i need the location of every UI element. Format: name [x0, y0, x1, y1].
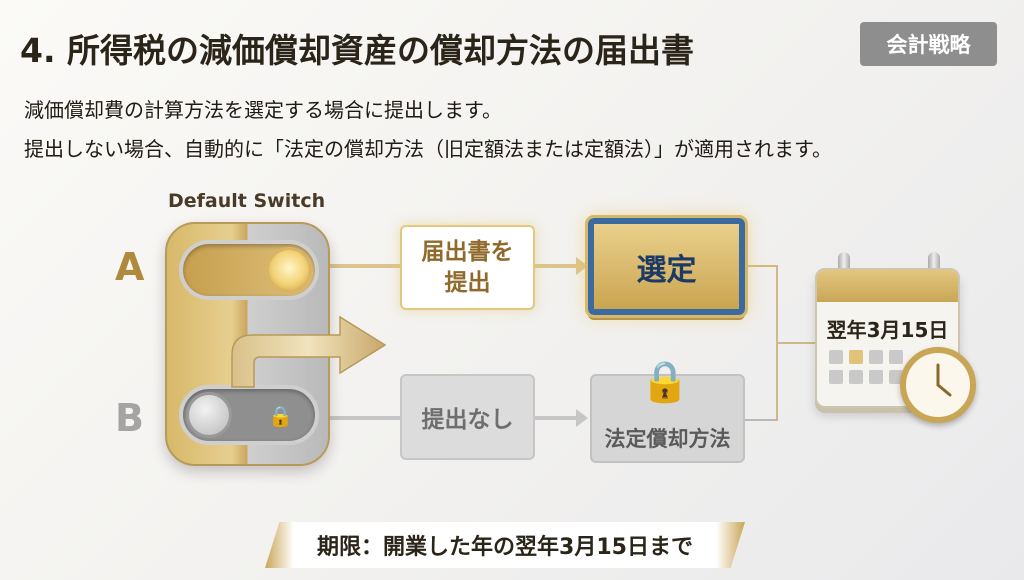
connector-b [328, 416, 400, 420]
statutory-method-box: 法定償却方法 [590, 374, 745, 463]
category-badge: 会計戦略 [860, 22, 997, 66]
calendar-icon: 翌年3月15日 [815, 268, 960, 408]
lock-icon: 🔒 [640, 359, 690, 405]
no-submission-box: 提出なし [400, 374, 535, 460]
connector-b2 [535, 416, 577, 420]
selected-method-box: 選定 [585, 215, 748, 318]
merge-line [745, 419, 777, 421]
calendar-date: 翌年3月15日 [826, 318, 949, 342]
clock-icon [900, 347, 976, 423]
switch-arrow-icon [231, 315, 387, 388]
option-b-label: B [115, 396, 144, 440]
option-a-label: A [115, 245, 145, 289]
arrow-head-icon [576, 409, 588, 427]
description-line: 提出しない場合、自動的に「法定の償却方法（旧定額法または定額法）」が適用されます… [24, 137, 832, 161]
toggle-knob-on [266, 247, 312, 293]
connector-a [328, 264, 400, 268]
connector-a2 [535, 264, 577, 268]
toggle-a[interactable] [179, 240, 319, 300]
switch-title: Default Switch [168, 190, 326, 212]
step-label: 提出 [444, 269, 491, 296]
merge-line [745, 265, 777, 267]
step-label: 届出書を [421, 238, 514, 265]
deadline-banner: 期限：開業した年の翌年3月15日まで [265, 522, 745, 568]
default-switch[interactable]: 🔒 [165, 222, 330, 466]
toggle-knob-off [186, 392, 232, 438]
description-line: 減価償却費の計算方法を選定する場合に提出します。 [24, 98, 502, 122]
merge-line [776, 342, 816, 344]
page-title: 4. 所得税の減価償却資産の償却方法の届出書 [20, 31, 694, 70]
submit-form-box: 届出書を提出 [400, 225, 535, 310]
lock-icon: 🔒 [268, 404, 293, 428]
arrow-head-icon [576, 257, 588, 275]
